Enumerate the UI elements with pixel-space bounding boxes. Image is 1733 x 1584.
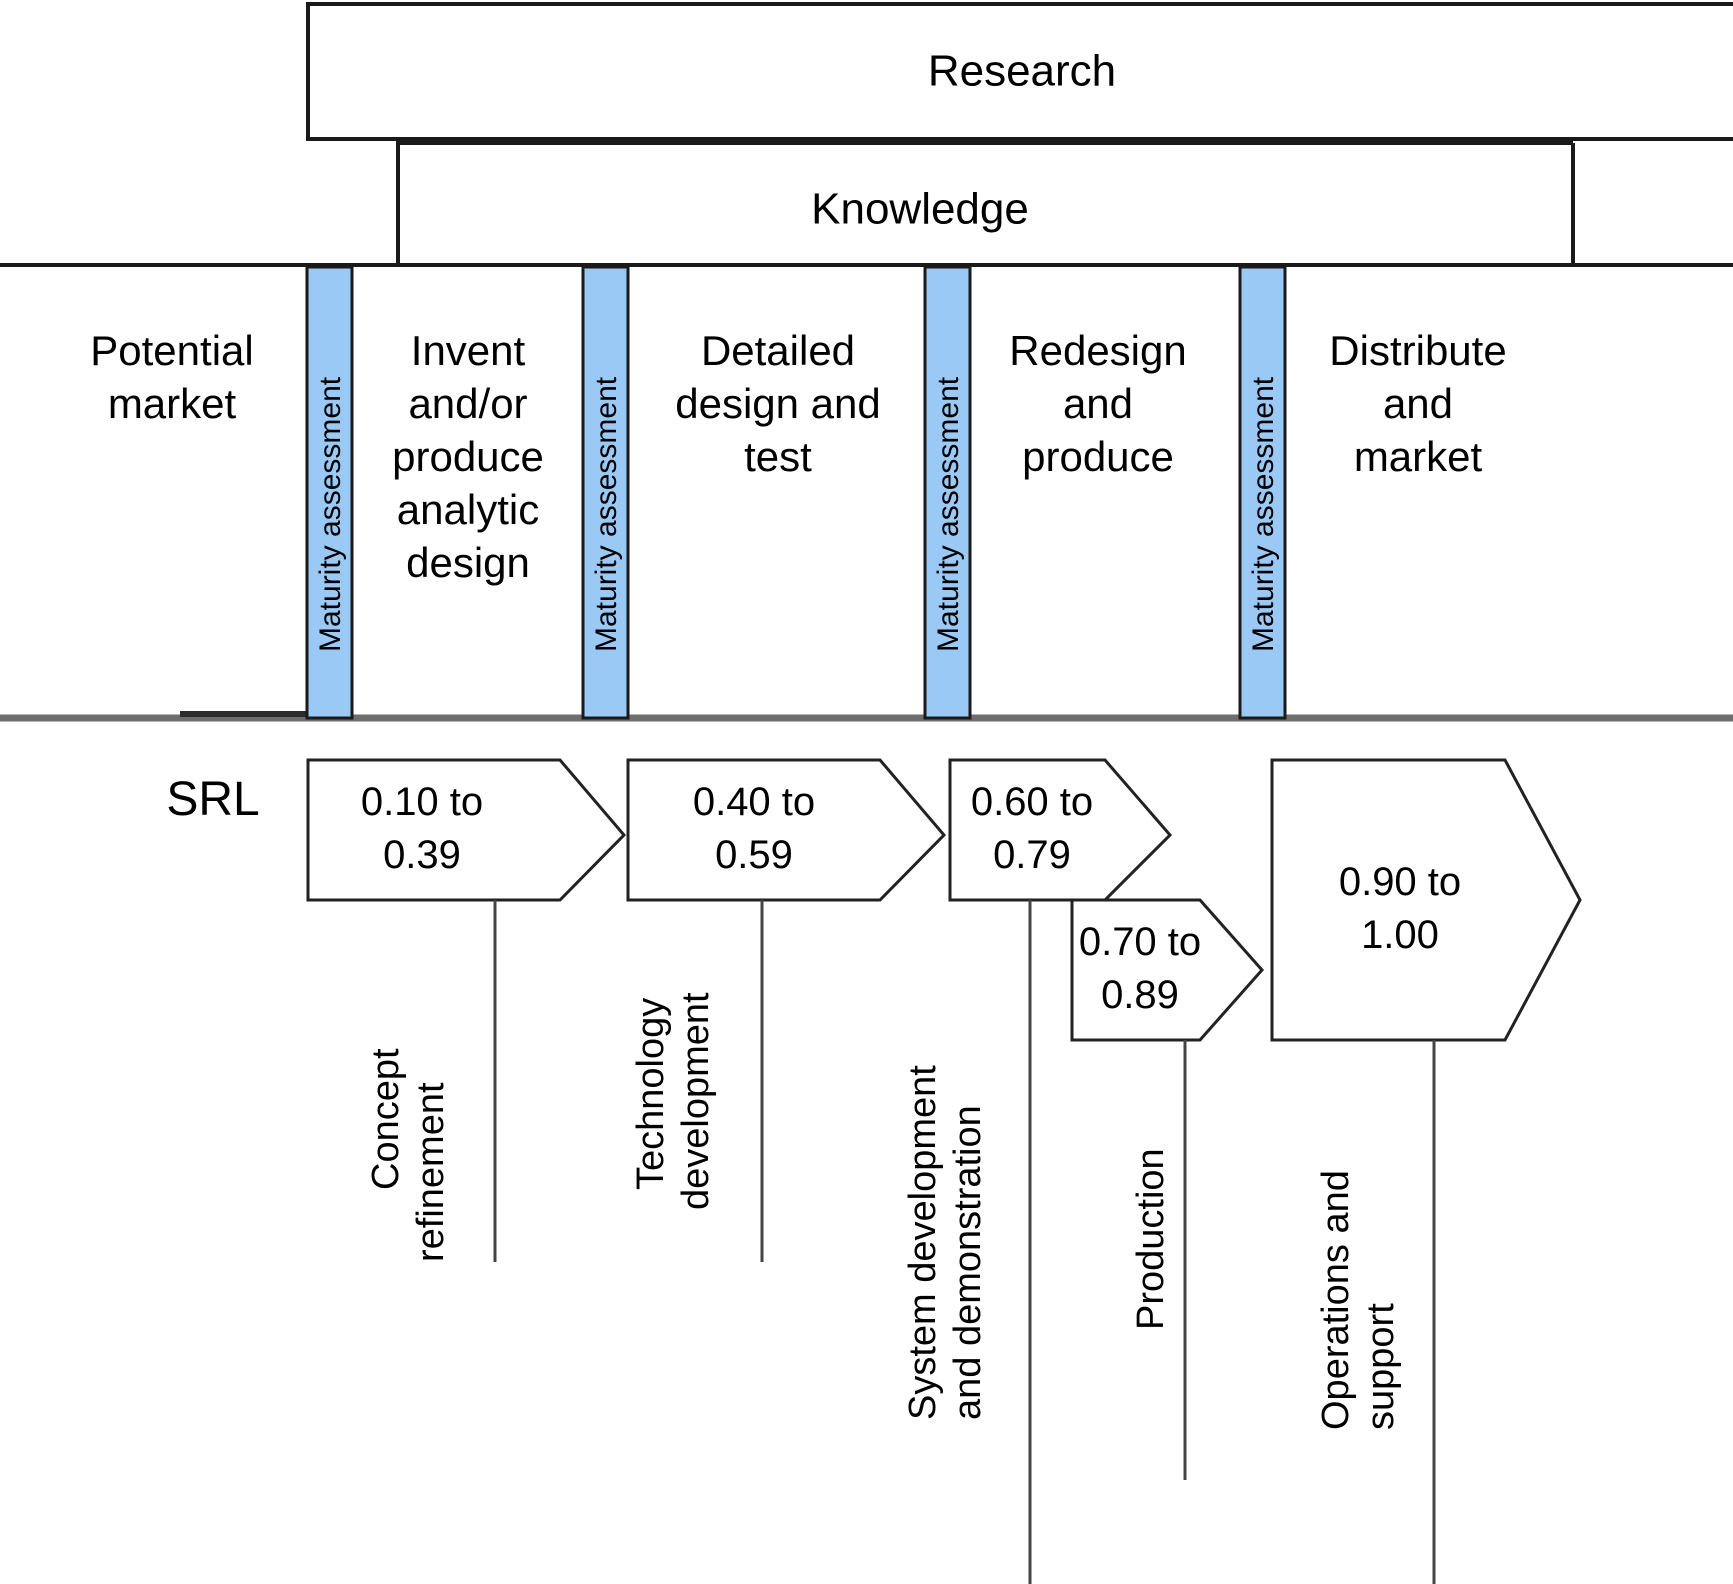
srl-stage-4-range-line-2: 0.89	[1101, 973, 1179, 1017]
srl-stage-2-label-line-2: development	[675, 992, 717, 1210]
phase-distribute-and-market[interactable]: Distribute and market	[1329, 327, 1506, 480]
phase-detailed-line-2: design and	[675, 380, 881, 427]
srl-stage-4-chevron[interactable]	[1070, 898, 1265, 1042]
maturity-gate-2[interactable]: Maturity assessment	[581, 265, 630, 720]
srl-stage-3-label-line-1: System development	[902, 1065, 944, 1420]
phase-redesign-line-1: Redesign	[1009, 327, 1186, 374]
knowledge-band-outline	[396, 139, 1575, 265]
srl-stage-1-range-line-1: 0.10 to	[361, 780, 483, 824]
maturity-gate-4-bar[interactable]	[1238, 265, 1287, 720]
maturity-gate-2-bar[interactable]	[581, 265, 630, 720]
maturity-gate-1-bar[interactable]	[305, 265, 354, 720]
srl-stage-2[interactable]: 0.40 to 0.59 Technology development	[626, 758, 947, 1262]
maturity-gate-3-label: Maturity assessment	[932, 376, 965, 652]
maturity-gate-3-bar[interactable]	[923, 265, 972, 720]
srl-stage-5-range-line-1: 0.90 to	[1339, 860, 1461, 904]
srl-stage-5-label-line-1: Operations and	[1315, 1170, 1357, 1430]
srl-stage-5-range-line-2: 1.00	[1361, 913, 1439, 957]
phase-detailed-line-3: test	[744, 433, 812, 480]
phase-invent-line-5: design	[406, 539, 530, 586]
srl-stage-1-range-line-2: 0.39	[383, 833, 461, 877]
srl-stage-2-range-line-2: 0.59	[715, 833, 793, 877]
phase-invent-line-2: and/or	[408, 380, 527, 427]
maturity-gate-4[interactable]: Maturity assessment	[1238, 265, 1287, 720]
phase-detailed-design-and-test[interactable]: Detailed design and test	[675, 327, 881, 480]
srl-stage-5-chevron[interactable]	[1270, 758, 1582, 1042]
phase-invent-line-3: produce	[392, 433, 544, 480]
knowledge-band: Knowledge	[396, 139, 1575, 265]
srl-stage-2-chevron[interactable]	[626, 758, 947, 902]
srl-row-label: SRL	[166, 773, 259, 826]
maturity-gate-4-label: Maturity assessment	[1247, 376, 1280, 652]
phase-distribute-line-2: and	[1383, 380, 1453, 427]
srl-stage-5[interactable]: 0.90 to 1.00 Operations and support	[1270, 758, 1582, 1584]
phase-potential-market-line-2: market	[108, 380, 237, 427]
phase-potential-market[interactable]: Potential market	[90, 327, 253, 427]
srl-stage-4-label-line-1: Production	[1130, 1148, 1172, 1330]
srl-stage-1[interactable]: 0.10 to 0.39 Concept refinement	[306, 758, 627, 1262]
srl-stage-1-label-line-2: refinement	[410, 1082, 452, 1262]
srl-stage-3[interactable]: 0.60 to 0.79 System development and demo…	[902, 758, 1173, 1584]
srl-stage-3-range-line-2: 0.79	[993, 833, 1071, 877]
phase-row	[0, 263, 1733, 722]
maturity-gate-2-label: Maturity assessment	[590, 376, 623, 652]
research-band: Research	[306, 2, 1733, 141]
srl-stage-3-chevron[interactable]	[948, 758, 1173, 902]
maturity-gate-1[interactable]: Maturity assessment	[305, 265, 354, 720]
srl-stage-2-label-line-1: Technology	[630, 998, 672, 1190]
srl-stage-5-label-line-2: support	[1360, 1303, 1402, 1430]
phase-redesign-line-3: produce	[1022, 433, 1174, 480]
phase-distribute-line-1: Distribute	[1329, 327, 1506, 374]
srl-stage-3-range-line-1: 0.60 to	[971, 780, 1093, 824]
phase-redesign-line-2: and	[1063, 380, 1133, 427]
maturity-gate-3[interactable]: Maturity assessment	[923, 265, 972, 720]
phase-invent-line-4: analytic	[397, 486, 539, 533]
srl-stage-4[interactable]: 0.70 to 0.89 Production	[1070, 898, 1265, 1480]
phase-detailed-line-1: Detailed	[701, 327, 855, 374]
maturity-gate-1-label: Maturity assessment	[314, 376, 347, 652]
knowledge-band-label: Knowledge	[811, 185, 1029, 234]
research-band-label: Research	[928, 47, 1116, 96]
phase-redesign-and-produce[interactable]: Redesign and produce	[1009, 327, 1186, 480]
srl-stage-1-chevron[interactable]	[306, 758, 627, 902]
phase-invent-line-1: Invent	[411, 327, 526, 374]
srl-stage-4-range-line-1: 0.70 to	[1079, 920, 1201, 964]
phase-potential-market-line-1: Potential	[90, 327, 253, 374]
srl-stage-3-label-line-2: and demonstration	[947, 1105, 989, 1420]
srl-stage-2-range-line-1: 0.40 to	[693, 780, 815, 824]
phase-invent-produce-analytic-design[interactable]: Invent and/or produce analytic design	[392, 327, 544, 586]
phase-distribute-line-3: market	[1354, 433, 1483, 480]
srl-stage-1-label-line-1: Concept	[365, 1048, 407, 1190]
research-band-box	[306, 2, 1733, 141]
